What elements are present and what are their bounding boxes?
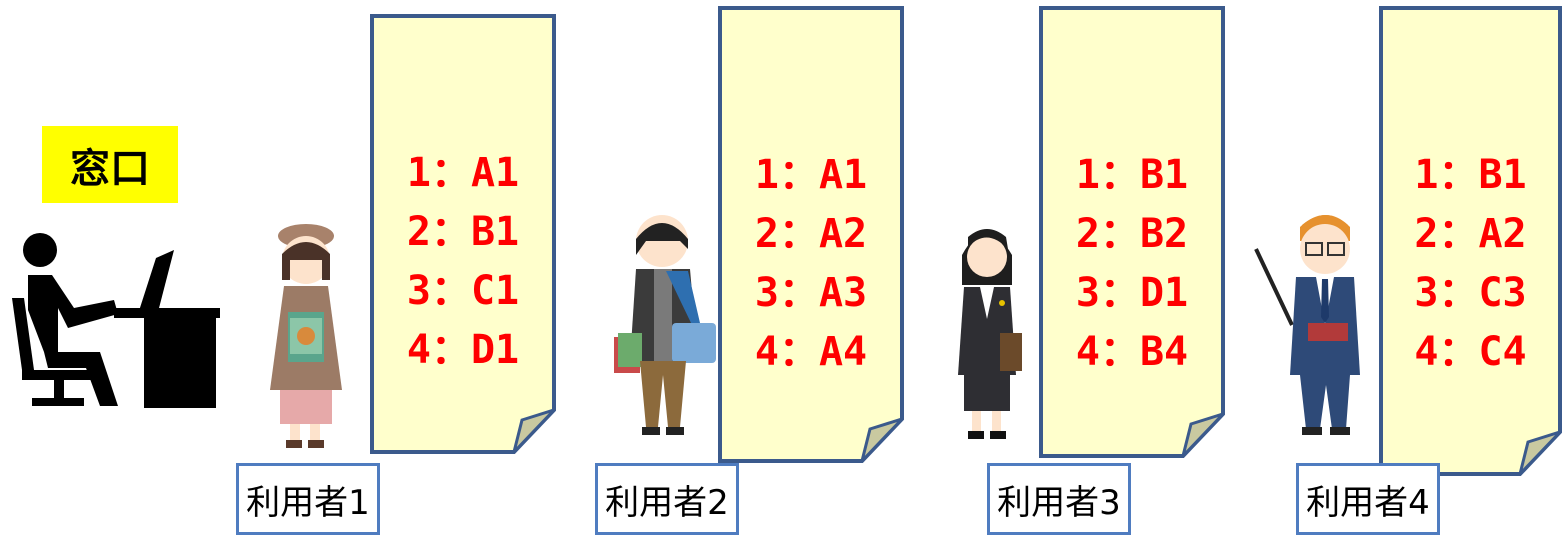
note-entry: 1：B1 [1414,152,1527,198]
note-entries-4: 1：B1 2：A2 3：C3 4：C4 [1379,146,1562,382]
note-entry: 1：A1 [754,152,868,198]
note-entry: 1：A1 [406,150,520,196]
note-user-3: 1：B1 2：B2 3：D1 4：B4 [1039,6,1229,462]
user-2-figure [614,215,716,435]
window-label-text: 窓口 [70,145,150,192]
user-label-2: 利用者2 [595,463,739,535]
note-entry: 4：B4 [1075,329,1189,375]
note-entry: 1：B1 [1075,152,1189,198]
user-label-3: 利用者3 [987,463,1131,535]
note-paper-3 [1039,6,1229,462]
user-3-figure [958,229,1022,439]
note-entry: 4：D1 [406,327,520,373]
note-user-2: 1：A1 2：A2 3：A3 4：A4 [718,6,908,467]
note-paper-4 [1379,6,1562,480]
user-label-text: 利用者4 [1306,482,1430,523]
note-user-4: 1：B1 2：A2 3：C3 4：C4 [1379,6,1562,480]
note-entry: 3：D1 [1075,270,1189,316]
note-entries-1: 1：A1 2：B1 3：C1 4：D1 [370,144,556,380]
user-4-figure [1254,215,1360,435]
note-entry: 4：A4 [754,329,868,375]
note-entry: 2：B1 [406,209,520,255]
note-entries-3: 1：B1 2：B2 3：D1 4：B4 [1039,146,1225,382]
note-entry: 3：C3 [1414,270,1527,316]
user-label-text: 利用者2 [605,482,729,523]
note-entry: 2：A2 [1414,211,1527,257]
user-label-4: 利用者4 [1296,463,1440,535]
user-label-1: 利用者1 [236,463,380,535]
note-entries-2: 1：A1 2：A2 3：A3 4：A4 [718,146,904,382]
note-entry: 3：A3 [754,270,868,316]
user-label-text: 利用者1 [246,482,370,523]
window-label: 窓口 [42,126,178,203]
desk-worker-icon [12,233,220,408]
user-1-figure [270,224,342,448]
note-entry: 4：C4 [1414,329,1527,375]
note-entry: 2：B2 [1075,211,1189,257]
note-paper-1 [370,14,560,458]
note-entry: 3：C1 [406,268,520,314]
user-label-text: 利用者3 [997,482,1121,523]
note-entry: 2：A2 [754,211,868,257]
note-paper-2 [718,6,908,467]
note-user-1: 1：A1 2：B1 3：C1 4：D1 [370,14,560,458]
